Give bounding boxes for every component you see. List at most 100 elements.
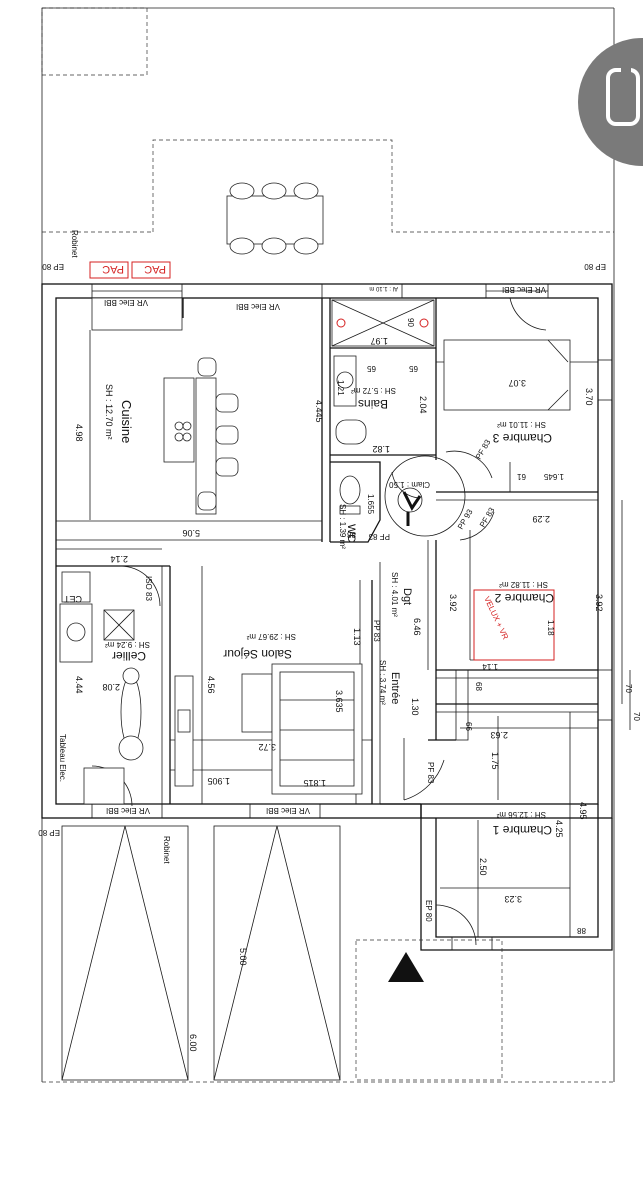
room-name-cuisine: Cuisine — [119, 400, 134, 443]
dim-229: 2.29 — [532, 514, 550, 524]
label-pf83-b: PF 83 — [478, 506, 497, 529]
dim-88a: 88 — [347, 530, 356, 539]
dim-495: 4.95 — [578, 802, 588, 820]
terrace-outline — [152, 139, 614, 233]
room-area-bains: SH : 5.72 m² — [351, 386, 396, 395]
room-name-bains: Bains — [358, 397, 388, 411]
room-area-salon: SH : 29.67 m² — [246, 632, 296, 641]
dim-66: 66 — [464, 722, 473, 731]
dim-214: 2.14 — [110, 554, 128, 564]
room-area-chambre2: SH : 11.82 m² — [499, 580, 548, 589]
label-robinet-bottom: Robinet — [162, 836, 171, 864]
dim-372: 3.72 — [258, 742, 276, 752]
dim-1815: 1.815 — [303, 778, 326, 788]
dim-1905: 1.905 — [207, 776, 230, 786]
corridor-wheel — [384, 455, 466, 537]
dim-208: 2.08 — [102, 682, 120, 692]
label-ep80-bottom-right: EP 80 — [424, 900, 433, 922]
cellier-furniture — [59, 571, 144, 805]
room-name-cellier: Cellier — [112, 649, 146, 663]
dim-88b: 88 — [577, 926, 586, 935]
label-vr-top-left: VR Elec BBI — [104, 298, 148, 307]
room-area-chambre3: SH : 11.01 m² — [497, 420, 546, 429]
label-ep80-top-left: EP 80 — [42, 262, 64, 271]
dim-600: 6.00 — [188, 1034, 198, 1052]
dim-1655: 1.655 — [366, 494, 375, 515]
dim-392a: 3.92 — [448, 594, 458, 612]
dim-456: 4.56 — [206, 676, 216, 694]
parking-spots — [42, 825, 614, 1083]
room-area-chambre1: SH : 12.56 m² — [496, 810, 546, 819]
dim-182: 1.82 — [372, 444, 390, 454]
garden-table — [226, 182, 324, 255]
velux-window — [473, 589, 555, 661]
room-area-entree: SH : 3.74 m² — [378, 660, 387, 705]
dim-65a: 65 — [367, 364, 376, 373]
label-ep80-bottom-left: EP 80 — [38, 828, 60, 837]
label-iso83: ISO 83 — [144, 576, 153, 601]
dim-307: 3.07 — [508, 378, 526, 388]
label-tableau: Tableau Elec. — [58, 734, 67, 782]
dim-70a: 70 — [624, 684, 633, 693]
room-name-wc: WC — [345, 524, 357, 542]
label-pp83: PP 83 — [372, 620, 381, 642]
dim-1645: 1.645 — [543, 472, 564, 481]
room-name-chambre3: Chambre 3 — [492, 431, 552, 445]
garden-outline-top — [41, 7, 148, 76]
bathroom-furniture — [331, 299, 435, 445]
dim-90: 90 — [406, 318, 415, 327]
dim-425: 4.25 — [554, 820, 564, 838]
room-name-salon: Salon Séjour — [223, 647, 292, 661]
label-pf83-c: PF 83 — [368, 532, 390, 541]
label-pac-2: PAC — [144, 263, 166, 275]
label-robinet-top: Robinet — [70, 230, 79, 258]
room-name-entree: Entrée — [389, 672, 401, 704]
dim-65b: 65 — [409, 364, 418, 373]
interior-walls — [56, 298, 598, 805]
dim-61: 61 — [517, 472, 526, 481]
label-vr-top-mid: VR Elec BBI — [236, 302, 280, 311]
label-vr-bottom-left: VR Elec BBI — [106, 806, 150, 815]
dim-250: 2.50 — [478, 858, 488, 876]
dim-323: 3.23 — [504, 894, 522, 904]
label-vr-bottom-mid: VR Elec BBI — [266, 806, 310, 815]
dim-444: 4.44 — [74, 676, 84, 694]
room-area-wc: SH : 1.39 m² — [338, 504, 347, 549]
dim-500: 5.00 — [238, 948, 248, 966]
wc-furniture — [339, 475, 361, 515]
dim-121: 1.21 — [336, 380, 345, 396]
room-name-chambre1: Chambre 1 — [492, 823, 552, 837]
pac-markers — [89, 261, 429, 328]
label-pp93: PP 93 — [456, 507, 475, 531]
room-area-cellier: SH : 9.24 m² — [105, 640, 150, 649]
room-area-dgt: SH : 4.01 m² — [390, 572, 399, 617]
dim-4445: 4.445 — [314, 400, 324, 423]
room-area-cuisine: SH : 12.70 m² — [104, 384, 114, 440]
room-name-dgt: Dgt — [401, 588, 413, 605]
dim-175: 1.75 — [490, 752, 500, 770]
dim-646: 6.46 — [412, 618, 422, 636]
room-name-chambre2: Chambre 2 — [494, 591, 554, 605]
door-swings — [91, 297, 547, 946]
dim-68: 68 — [474, 682, 483, 691]
dim-204: 2.04 — [418, 396, 428, 414]
label-pf83-entree: PF 83 — [426, 762, 435, 784]
label-ep80-top-right: EP 80 — [584, 262, 606, 271]
dim-114: 1.14 — [482, 662, 498, 671]
dim-113: 1.13 — [352, 628, 362, 646]
dim-506: 5.06 — [182, 528, 200, 538]
dim-498: 4.98 — [74, 424, 84, 442]
dim-370: 3.70 — [584, 388, 594, 406]
dim-130: 1.30 — [410, 698, 420, 716]
label-al: Al : 1.10 m — [369, 285, 398, 291]
label-pac-1: PAC — [102, 263, 124, 275]
label-cet: CET — [63, 594, 82, 604]
dim-70b: 70 — [632, 712, 641, 721]
windows — [91, 283, 613, 951]
dim-118: 1.18 — [546, 620, 555, 636]
phone-icon — [606, 68, 640, 126]
dim-392b: 3.92 — [594, 594, 604, 612]
label-clam: Clam : 1.50 — [389, 480, 430, 489]
label-pf83-a: PF 83 — [474, 438, 493, 461]
dim-197: 1.97 — [370, 336, 388, 346]
